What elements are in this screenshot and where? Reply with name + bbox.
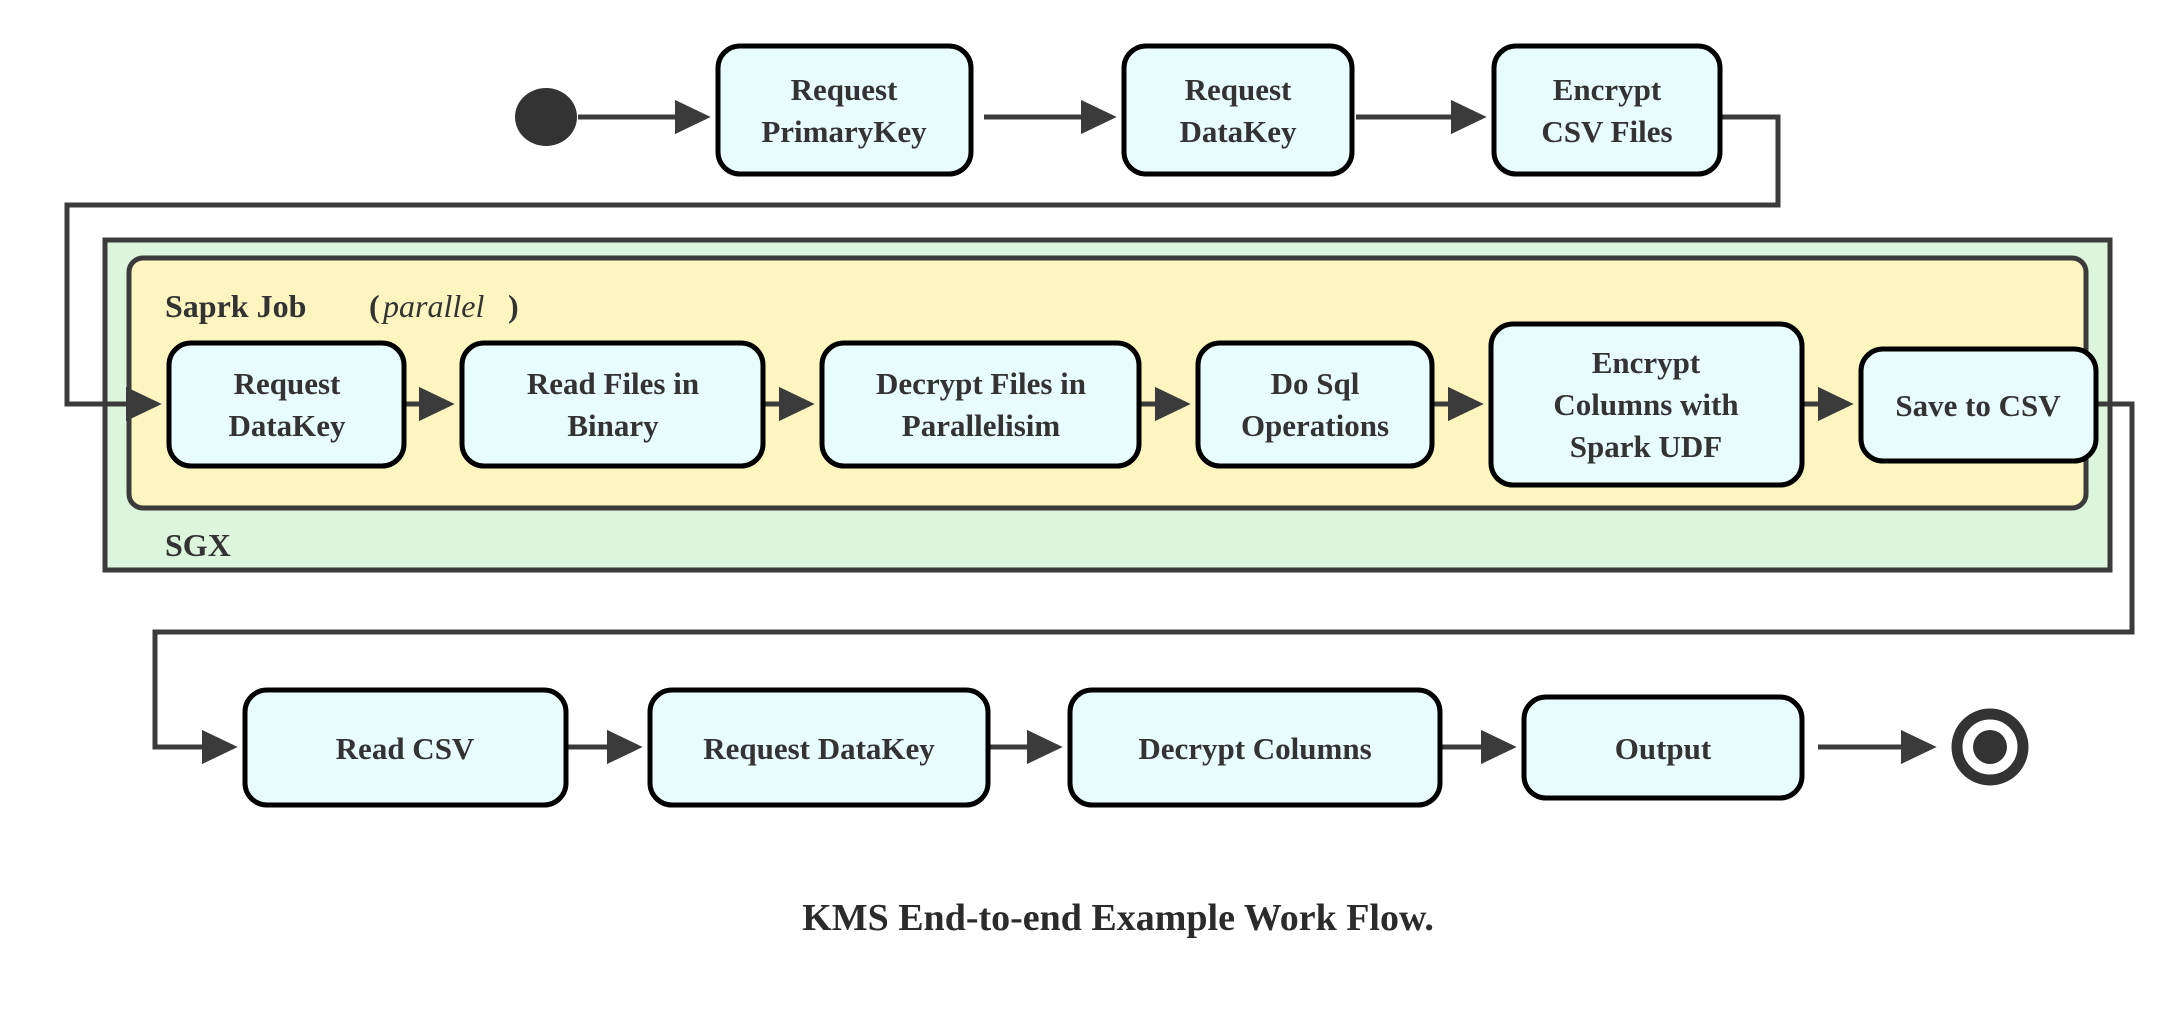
node-decrypt-files-in-parallelisim[interactable]: Decrypt Files in Parallelisim <box>819 340 1142 469</box>
node-label-line3: Spark UDF <box>1570 429 1722 464</box>
node-label-line1: Save to CSV <box>1895 388 2061 423</box>
node-label-line2: Columns with <box>1553 387 1738 422</box>
node-read-files-in-binary[interactable]: Read Files in Binary <box>459 340 766 469</box>
node-label-line1: Decrypt Columns <box>1138 731 1371 766</box>
end-node <box>1951 708 2029 786</box>
group-label-spark: Saprk Job <box>165 288 306 324</box>
group-label-spark-paren-close: ) <box>508 288 519 324</box>
node-read-csv[interactable]: Read CSV <box>242 687 569 808</box>
node-save-to-csv[interactable]: Save to CSV <box>1858 346 2099 464</box>
node-request-datakey-spark[interactable]: Request DataKey <box>166 340 407 469</box>
node-encrypt-csv-files[interactable]: Encrypt CSV Files <box>1491 43 1723 177</box>
group-label-spark-modifier: parallel <box>381 288 484 324</box>
node-label-line2: PrimaryKey <box>761 114 927 149</box>
node-label-line1: Request DataKey <box>703 731 935 766</box>
node-label-line1: Encrypt <box>1592 345 1701 380</box>
connector-encrypt-csv-to-spark-datakey <box>64 114 1781 422</box>
node-output[interactable]: Output <box>1521 694 1805 801</box>
node-label-line2: Operations <box>1241 408 1389 443</box>
node-label-line1: Read CSV <box>336 731 475 766</box>
node-label-line2: CSV Files <box>1541 114 1672 149</box>
node-label-line2: DataKey <box>1179 114 1297 149</box>
connector-save-csv-to-read-csv <box>152 401 2135 765</box>
node-label-line1: Request <box>791 72 898 107</box>
node-label-line1: Decrypt Files in <box>876 366 1086 401</box>
node-label-line1: Request <box>234 366 341 401</box>
node-label-line1: Read Files in <box>527 366 699 401</box>
node-label-line1: Output <box>1615 731 1712 766</box>
node-decrypt-columns[interactable]: Decrypt Columns <box>1067 687 1443 808</box>
node-request-primarykey[interactable]: Request PrimaryKey <box>715 43 974 177</box>
node-label-line1: Do Sql <box>1271 366 1360 401</box>
group-label-sgx: SGX <box>165 527 231 563</box>
node-label-line2: DataKey <box>228 408 346 443</box>
node-request-datakey-bottom[interactable]: Request DataKey <box>647 687 991 808</box>
node-label-line2: Parallelisim <box>902 408 1061 443</box>
start-node <box>515 88 577 146</box>
node-label-line1: Encrypt <box>1553 72 1662 107</box>
node-label-line1: Request <box>1185 72 1292 107</box>
node-label-line2: Binary <box>567 408 659 443</box>
node-request-datakey-top[interactable]: Request DataKey <box>1121 43 1355 177</box>
diagram-caption: KMS End-to-end Example Work Flow. <box>802 897 1434 939</box>
group-label-spark-paren-open: ( <box>369 288 380 324</box>
node-encrypt-columns-with-spark-udf[interactable]: Encrypt Columns with Spark UDF <box>1488 321 1805 488</box>
node-do-sql-operations[interactable]: Do Sql Operations <box>1195 340 1435 469</box>
